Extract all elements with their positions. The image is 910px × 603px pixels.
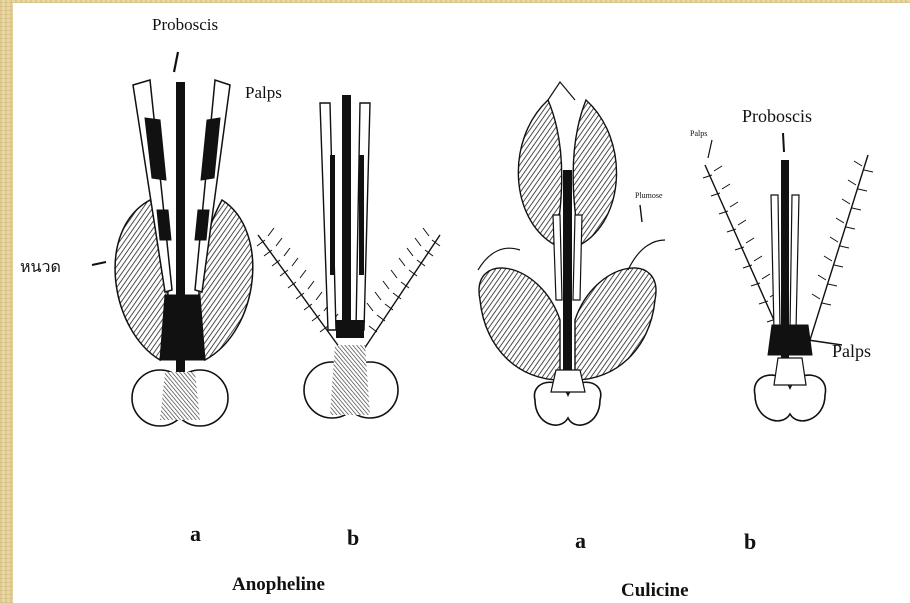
- label-proboscis-right: Proboscis: [742, 106, 812, 126]
- sublabel-culicine-b: b: [744, 529, 756, 554]
- label-antenna-thai: หนวด: [20, 259, 61, 276]
- label-palps-top: Palps: [245, 83, 282, 102]
- label-palps-small: Palps: [690, 129, 707, 138]
- label-plumose-small: Plumose: [635, 191, 663, 200]
- sublabel-anopheline-a: a: [190, 521, 201, 546]
- group-culicine: Culicine: [621, 580, 689, 601]
- culicine-b-male-head: [703, 133, 873, 421]
- culicine-a-female-head: [478, 82, 665, 425]
- group-anopheline: Anopheline: [232, 574, 325, 595]
- label-proboscis-top: Proboscis: [152, 15, 218, 34]
- sublabel-anopheline-b: b: [347, 525, 359, 550]
- label-palps-right: Palps: [832, 341, 871, 361]
- sublabel-culicine-a: a: [575, 528, 586, 553]
- anopheline-a-female-head: [92, 52, 253, 426]
- anopheline-b-male-head: [257, 95, 440, 418]
